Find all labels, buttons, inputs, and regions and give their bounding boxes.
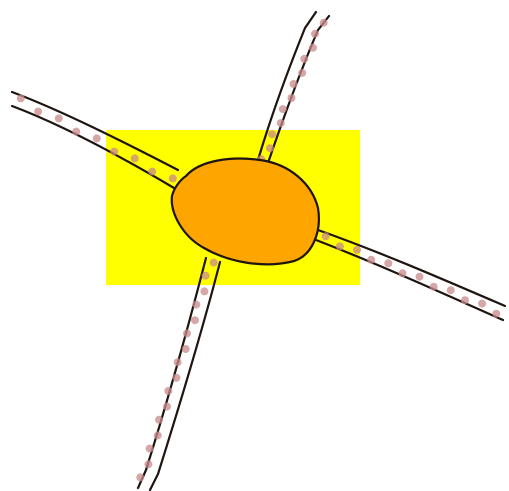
road-south-dot <box>191 316 199 324</box>
road-north-dot <box>309 44 317 52</box>
road-east-dot <box>322 232 330 240</box>
road-south-dot <box>172 374 180 382</box>
road-north-dot <box>290 80 298 88</box>
road-north-dot <box>298 69 306 77</box>
road-north-dot <box>311 30 319 38</box>
road-north-dot <box>266 144 274 152</box>
road-west-dot <box>17 94 25 102</box>
road-south <box>136 258 220 490</box>
road-east-dot <box>416 273 424 281</box>
road-east-dot <box>447 286 455 294</box>
road-east-dot <box>478 300 486 308</box>
road-north-dot <box>300 55 308 63</box>
road-west-dot <box>93 134 101 142</box>
road-south-dot <box>192 301 200 309</box>
road-south-dot <box>210 259 218 267</box>
road-south-dot <box>144 460 152 468</box>
road-south-dot <box>155 416 163 424</box>
road-north-dot <box>279 105 287 113</box>
road-north-dot <box>277 119 285 127</box>
road-south-dot <box>146 445 154 453</box>
road-east-dot <box>492 310 500 318</box>
road-south-edge-right <box>150 262 220 490</box>
road-east-dot <box>430 283 438 291</box>
road-east-dot <box>384 259 392 267</box>
road-south-dot <box>164 387 172 395</box>
road-north-dot <box>268 130 276 138</box>
road-south-edge-left <box>138 258 206 488</box>
road-west-dot <box>34 108 42 116</box>
road-south-dot <box>183 329 191 337</box>
road-north-dot <box>288 94 296 102</box>
road-east-dot <box>336 242 344 250</box>
road-south-dot <box>202 272 210 280</box>
road-west-dot <box>131 154 139 162</box>
road-east-dot <box>353 246 361 254</box>
road-south-dot <box>200 287 208 295</box>
road-south-dot <box>182 345 190 353</box>
road-south-dot <box>163 403 171 411</box>
road-south-dot <box>174 358 182 366</box>
road-east-dot <box>461 296 469 304</box>
road-south-dot <box>136 473 144 481</box>
road-east-dot <box>399 269 407 277</box>
road-south-dot <box>154 431 162 439</box>
road-east-dot <box>367 256 375 264</box>
road-west-dot <box>148 168 156 176</box>
road-north-dot <box>320 19 328 27</box>
road-west-dot <box>72 128 80 136</box>
road-west-dot <box>55 114 63 122</box>
road-west-dot <box>110 148 118 156</box>
road-west-dot <box>169 174 177 182</box>
